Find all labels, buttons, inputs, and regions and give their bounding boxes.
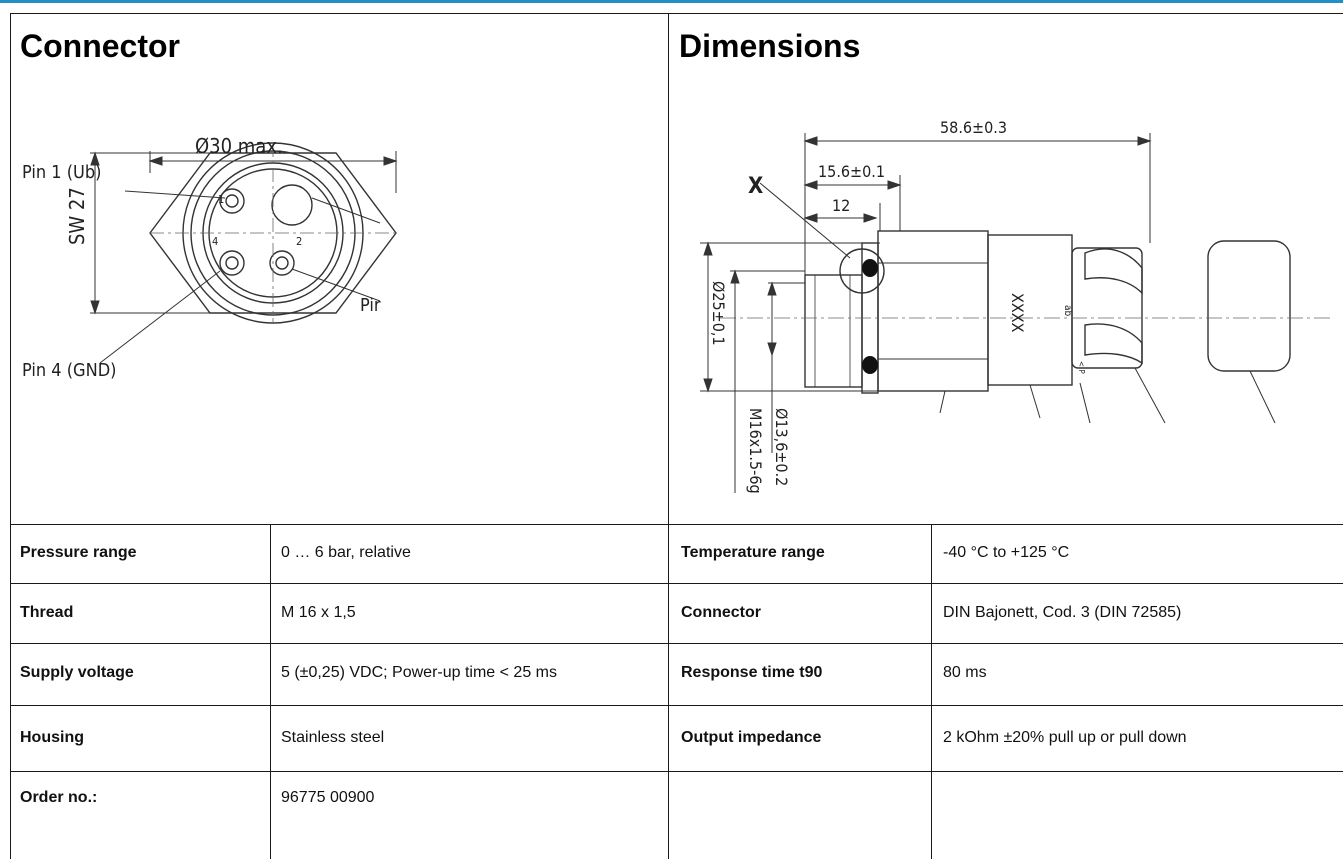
dim-thread: M16x1.5-6g <box>746 408 765 494</box>
spec-label: Order no.: <box>20 789 98 806</box>
connector-pin4-label: Pin 4 (GND) <box>22 360 117 381</box>
spec-value-2: -40 °C to +125 °C <box>943 544 1070 561</box>
divider-left-cols <box>270 524 271 859</box>
dim-length-2: 15.6±0.1 <box>818 162 885 181</box>
connector-pin-mark-2: 2 <box>296 235 302 248</box>
dim-detail-mark: X <box>748 174 763 199</box>
row-line-2 <box>10 643 1343 644</box>
spec-label-2: Temperature range <box>681 544 825 561</box>
connector-pin-mark-1: 1 <box>218 193 224 206</box>
row-line-0 <box>10 524 1343 525</box>
connector-key <box>271 184 313 226</box>
detail-circle <box>839 248 885 294</box>
spec-value: Stainless steel <box>281 729 385 746</box>
spec-value-2: DIN Bajonett, Cod. 3 (DIN 72585) <box>943 604 1182 621</box>
spec-label-2: Response time t90 <box>681 664 823 681</box>
spec-label-2: Output impedance <box>681 729 822 746</box>
connector-pin-cut-label: Pir <box>360 295 381 316</box>
dimensions-drawing: 58.6±0.3 15.6±0.1 12 X Ø25±0,1 Ø13,6±0.2… <box>700 118 1330 494</box>
sensor-hex-body <box>877 230 989 392</box>
frame-left <box>10 13 11 859</box>
housing-small-mark: < P <box>1077 361 1086 374</box>
housing-marking: XXXX <box>1008 293 1027 333</box>
row-line-1 <box>10 583 1343 584</box>
sensor-connector <box>1071 247 1143 369</box>
spec-value: 5 (±0,25) VDC; Power-up time < 25 ms <box>281 664 557 681</box>
divider-right-cols <box>931 524 932 859</box>
connector-pin-4 <box>219 250 245 276</box>
spec-value: 96775 00900 <box>281 789 375 806</box>
frame-top <box>10 13 1343 14</box>
spec-label: Pressure range <box>20 544 137 561</box>
spec-label: Supply voltage <box>20 664 134 681</box>
connector-sw-label: SW 27 <box>65 187 89 245</box>
spec-label-2: Connector <box>681 604 761 621</box>
spec-label: Thread <box>20 604 74 621</box>
sensor-cap <box>1207 240 1291 372</box>
spec-value-2: 80 ms <box>943 664 987 681</box>
row-line-4 <box>10 771 1343 772</box>
connector-drawing: Ø30 max. Pin 1 (Ub) Pin 4 (GND) Pir SW 2… <box>22 134 398 381</box>
dimensions-title: Dimensions <box>679 28 861 64</box>
dim-body-diameter: Ø25±0,1 <box>709 281 728 346</box>
spec-label: Housing <box>20 729 84 746</box>
connector-diameter-label: Ø30 max. <box>195 134 283 158</box>
row-line-3 <box>10 705 1343 706</box>
connector-pin-mark-4: 4 <box>212 235 218 248</box>
o-ring-top <box>862 259 878 277</box>
connector-title: Connector <box>20 28 180 64</box>
spec-value: M 16 x 1,5 <box>281 604 356 621</box>
dim-overall-length: 58.6±0.3 <box>940 118 1007 137</box>
connector-pin1-label: Pin 1 (Ub) <box>22 162 102 183</box>
dim-bore-diameter: Ø13,6±0.2 <box>772 408 791 486</box>
o-ring-bottom <box>862 356 878 374</box>
spec-value: 0 … 6 bar, relative <box>281 544 411 561</box>
connector-pin-2 <box>269 250 295 276</box>
housing-logo: ab <box>1062 305 1073 317</box>
sensor-housing <box>987 234 1073 386</box>
connector-pin-4-inner <box>225 256 239 270</box>
dim-length-3: 12 <box>832 196 850 215</box>
connector-pin-1 <box>219 188 245 214</box>
divider-center <box>668 13 669 859</box>
spec-value-2: 2 kOhm ±20% pull up or pull down <box>943 729 1187 746</box>
connector-pin-1-inner <box>225 194 239 208</box>
connector-pin-2-inner <box>275 256 289 270</box>
